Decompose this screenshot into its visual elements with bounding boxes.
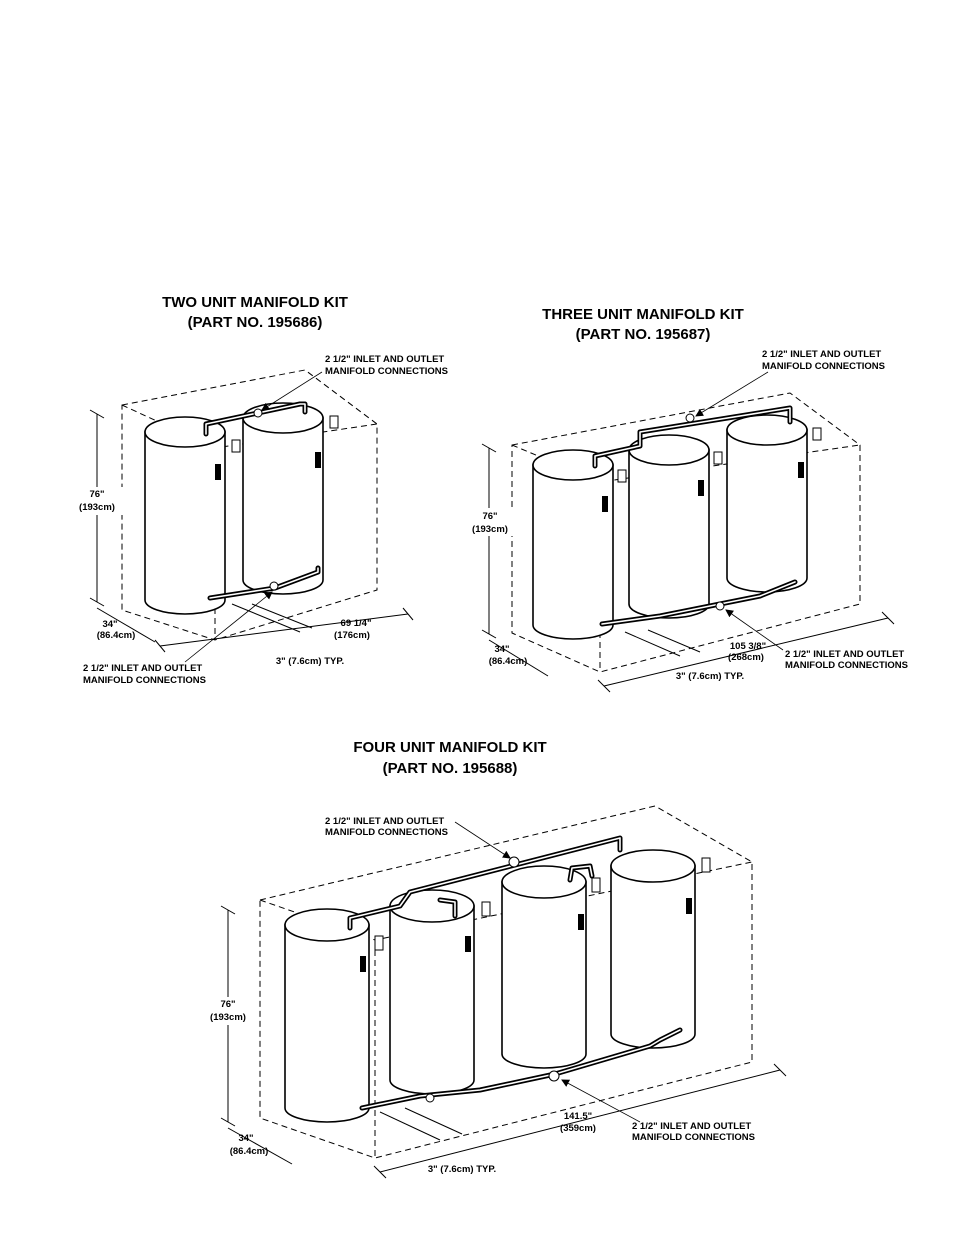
three-unit-part-number: (PART NO. 195687) xyxy=(576,326,711,343)
three-unit-depth-in: 34" xyxy=(494,644,509,655)
control-panel-icon xyxy=(315,452,321,468)
two-unit-title: TWO UNIT MANIFOLD KIT xyxy=(162,294,348,311)
control-panel-icon xyxy=(698,480,704,496)
four-unit-kit: FOUR UNIT MANIFOLD KIT (PART NO. 195688) xyxy=(200,739,787,1179)
four-unit-part-number: (PART NO. 195688) xyxy=(383,760,518,777)
four-unit-title: FOUR UNIT MANIFOLD KIT xyxy=(353,739,546,756)
manifold-fitting-icon xyxy=(425,1093,435,1103)
two-unit-tank-rear xyxy=(242,402,339,595)
two-unit-top-connection-label-line1: 2 1/2" INLET AND OUTLET xyxy=(325,354,444,365)
four-unit-top-leader xyxy=(454,821,511,859)
three-unit-width-in: 105 3/8" xyxy=(730,641,766,652)
four-unit-tank-1 xyxy=(284,908,384,1123)
three-unit-top-connection-label-line1: 2 1/2" INLET AND OUTLET xyxy=(762,349,881,360)
two-unit-bottom-manifold-pipe xyxy=(207,565,321,601)
manifold-fitting-icon xyxy=(685,413,695,423)
four-unit-tank-3 xyxy=(501,865,601,1069)
four-unit-width-cm: (359cm) xyxy=(560,1123,596,1134)
relief-valve-icon xyxy=(374,935,384,951)
four-unit-depth-in: 34" xyxy=(238,1133,253,1144)
two-unit-width-cm: (176cm) xyxy=(334,630,370,641)
control-panel-icon xyxy=(798,462,804,478)
three-unit-kit: THREE UNIT MANIFOLD KIT (PART NO. 195687… xyxy=(464,306,908,693)
four-unit-bottom-connection-label-line2: MANIFOLD CONNECTIONS xyxy=(632,1132,755,1143)
three-unit-title: THREE UNIT MANIFOLD KIT xyxy=(542,306,744,323)
four-unit-tank-2 xyxy=(389,889,491,1095)
two-unit-depth-dimension xyxy=(96,607,156,643)
manifold-fitting-icon xyxy=(715,601,725,611)
three-unit-depth-cm: (86.4cm) xyxy=(489,656,528,667)
three-unit-tank-rear xyxy=(726,414,822,593)
two-unit-part-number: (PART NO. 195686) xyxy=(188,314,323,331)
two-unit-bottom-leader xyxy=(184,591,273,663)
relief-valve-icon xyxy=(617,469,627,483)
control-panel-icon xyxy=(602,496,608,512)
relief-valve-icon xyxy=(591,877,601,893)
three-unit-height-cm: (193cm) xyxy=(472,524,508,535)
two-unit-height-cm: (193cm) xyxy=(79,502,115,513)
three-unit-tank-front xyxy=(532,449,627,640)
two-unit-tank-front xyxy=(144,416,241,615)
relief-valve-icon xyxy=(329,415,339,429)
four-unit-top-connection-label-line1: 2 1/2" INLET AND OUTLET xyxy=(325,816,444,827)
four-unit-depth-cm: (86.4cm) xyxy=(230,1146,269,1157)
three-unit-top-leader xyxy=(695,371,769,417)
four-unit-height-in: 76" xyxy=(220,999,235,1010)
four-unit-top-manifold-pipe xyxy=(347,835,623,931)
control-panel-icon xyxy=(578,914,584,930)
four-unit-bottom-manifold-pipe xyxy=(359,1027,683,1111)
two-unit-bottom-connection-label-line1: 2 1/2" INLET AND OUTLET xyxy=(83,663,202,674)
two-unit-bottom-connection-label-line2: MANIFOLD CONNECTIONS xyxy=(83,675,206,686)
two-unit-top-manifold-pipe xyxy=(203,401,308,437)
two-unit-spacing: 3" (7.6cm) TYP. xyxy=(276,656,344,667)
four-unit-depth-dimension xyxy=(227,1127,293,1165)
two-unit-height-in: 76" xyxy=(89,489,104,500)
two-unit-width-dimension xyxy=(159,613,409,647)
four-unit-bottom-connection-label-line1: 2 1/2" INLET AND OUTLET xyxy=(632,1121,751,1132)
three-unit-tank-middle xyxy=(628,434,723,619)
four-unit-bottom-leader xyxy=(561,1079,641,1123)
relief-valve-icon xyxy=(481,901,491,917)
control-panel-icon xyxy=(686,898,692,914)
manifold-fitting-icon xyxy=(269,581,279,591)
three-unit-bottom-connection-label-line2: MANIFOLD CONNECTIONS xyxy=(785,660,908,671)
control-panel-icon xyxy=(465,936,471,952)
two-unit-spacing-dimension xyxy=(231,603,301,633)
three-unit-bottom-manifold-pipe xyxy=(599,579,798,627)
three-unit-top-connection-label-line2: MANIFOLD CONNECTIONS xyxy=(762,361,885,372)
three-unit-bottom-leader xyxy=(725,609,784,651)
two-unit-top-connection-label-line2: MANIFOLD CONNECTIONS xyxy=(325,366,448,377)
three-unit-depth-dimension xyxy=(488,639,549,677)
two-unit-width-in: 69 1/4" xyxy=(341,618,372,629)
three-unit-spacing: 3" (7.6cm) TYP. xyxy=(676,671,744,682)
relief-valve-icon xyxy=(812,427,822,441)
manifold-fitting-icon xyxy=(253,408,263,418)
manifold-fitting-icon xyxy=(548,1070,560,1082)
four-unit-height-cm: (193cm) xyxy=(210,1012,246,1023)
three-unit-height-in: 76" xyxy=(482,511,497,522)
three-unit-width-dimension xyxy=(603,617,889,687)
two-unit-depth-cm: (86.4cm) xyxy=(97,630,136,641)
four-unit-width-in: 141.5" xyxy=(564,1111,592,1122)
three-unit-spacing-dimension xyxy=(624,631,681,657)
manifold-fitting-icon xyxy=(508,856,520,868)
four-unit-spacing-dimension xyxy=(379,1111,441,1141)
three-unit-bottom-connection-label-line1: 2 1/2" INLET AND OUTLET xyxy=(785,649,904,660)
two-unit-kit: TWO UNIT MANIFOLD KIT (PART NO. 195686) xyxy=(70,294,448,686)
relief-valve-icon xyxy=(713,451,723,465)
control-panel-icon xyxy=(215,464,221,480)
control-panel-icon xyxy=(360,956,366,972)
four-unit-width-dimension xyxy=(379,1069,781,1173)
three-unit-top-manifold-pipe xyxy=(592,405,793,469)
four-unit-tank-4 xyxy=(610,849,711,1049)
three-unit-width-cm: (268cm) xyxy=(728,652,764,663)
four-unit-spacing: 3" (7.6cm) TYP. xyxy=(428,1164,496,1175)
two-unit-depth-in: 34" xyxy=(102,619,117,630)
two-unit-top-leader xyxy=(261,371,323,411)
relief-valve-icon xyxy=(231,439,241,453)
relief-valve-icon xyxy=(701,857,711,873)
four-unit-top-connection-label-line2: MANIFOLD CONNECTIONS xyxy=(325,827,448,838)
